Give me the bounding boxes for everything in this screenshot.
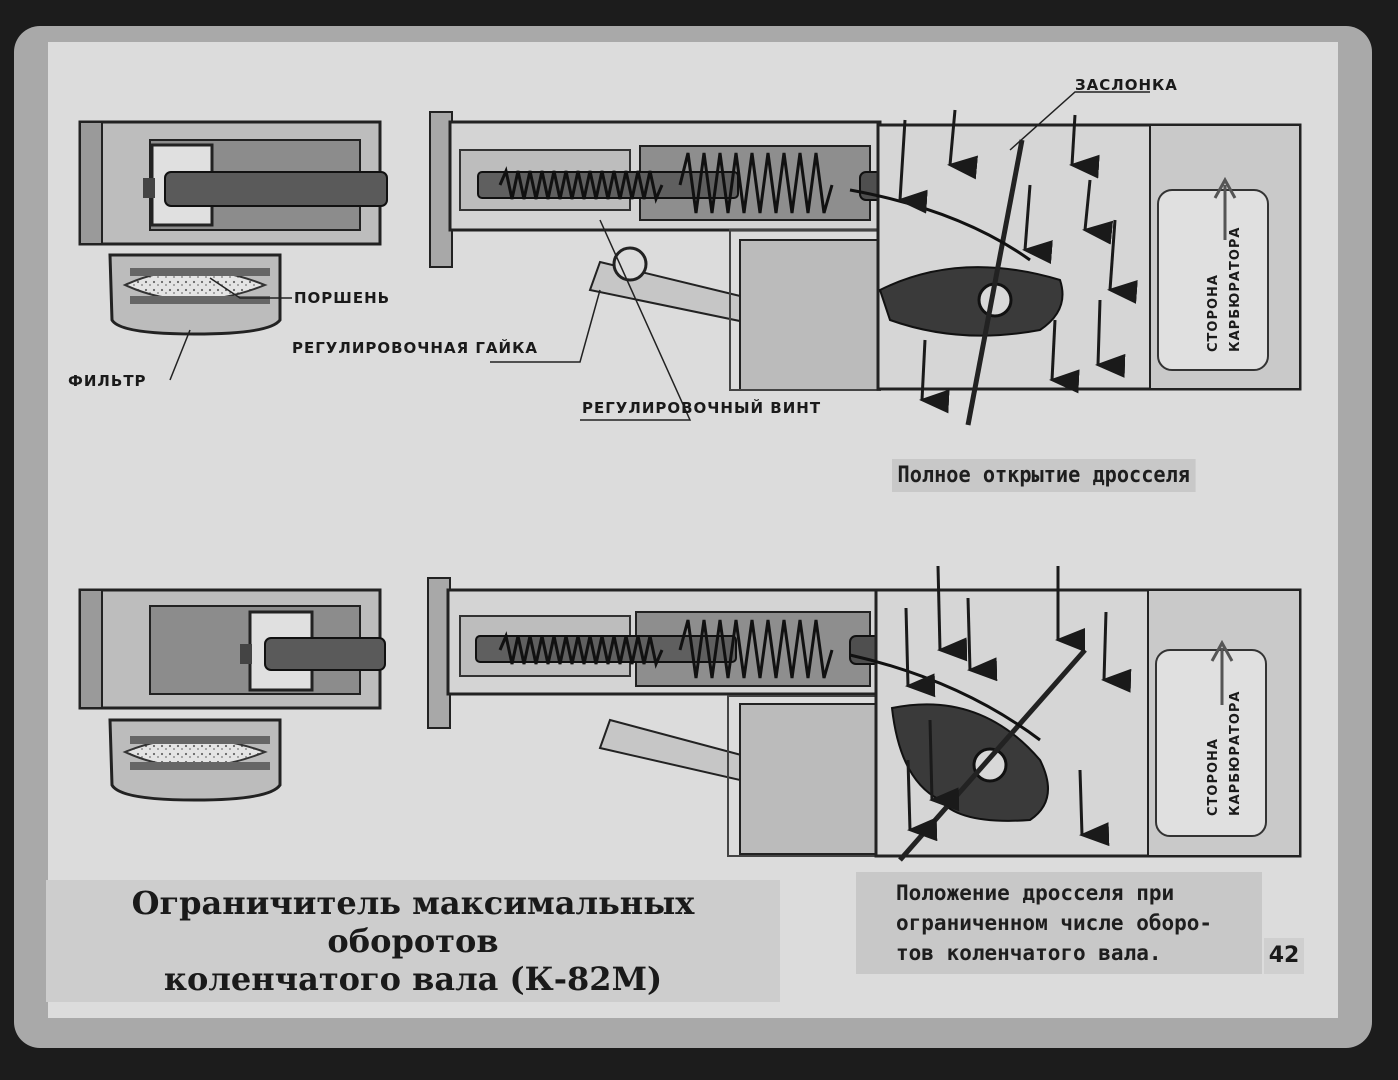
label-storona-top-2: КАРБЮРАТОРА [1228, 226, 1243, 352]
page-number: 42 [1264, 938, 1304, 974]
label-filtr: ФИЛЬТР [68, 372, 147, 390]
label-porshen: ПОРШЕНЬ [294, 289, 391, 307]
caption-limited-line1: Положение дросселя при [896, 881, 1175, 905]
caption-full-open: Полное открытие дросселя [892, 459, 1196, 492]
top-leader-lines [169, 91, 1150, 421]
bottom-filter [108, 718, 282, 802]
bottom-piston-cylinder [78, 588, 386, 710]
caption-limited-line2: ограниченном числе оборо- [896, 911, 1213, 935]
bottom-diagram [78, 565, 1302, 862]
label-reg-gaika: РЕГУЛИРОВОЧНАЯ ГАЙКА [292, 339, 538, 357]
slide-title: Ограничитель максимальных оборотов колен… [46, 880, 780, 1002]
top-diagram [78, 91, 1302, 426]
top-filter [108, 253, 282, 336]
top-regulator-body [429, 111, 989, 391]
label-storona-top-1: СТОРОНА [1206, 274, 1221, 352]
label-storona-bottom-1: СТОРОНА [1206, 738, 1221, 816]
label-reg-vint: РЕГУЛИРОВОЧНЫЙ ВИНТ [582, 399, 822, 417]
top-piston-cylinder [78, 120, 388, 246]
label-storona-bottom-2: КАРБЮРАТОРА [1228, 690, 1243, 816]
label-zaslonka: ЗАСЛОНКА [1075, 76, 1178, 94]
caption-limited-line3: тов коленчатого вала. [896, 941, 1162, 965]
bottom-throttle-chamber [849, 565, 1302, 862]
top-throttle-chamber [849, 109, 1302, 426]
title-line1: Ограничитель максимальных оборотов [131, 884, 695, 960]
title-line2: коленчатого вала (К-82М) [163, 960, 663, 998]
caption-limited: Положение дросселя при ограниченном числ… [856, 872, 1262, 974]
